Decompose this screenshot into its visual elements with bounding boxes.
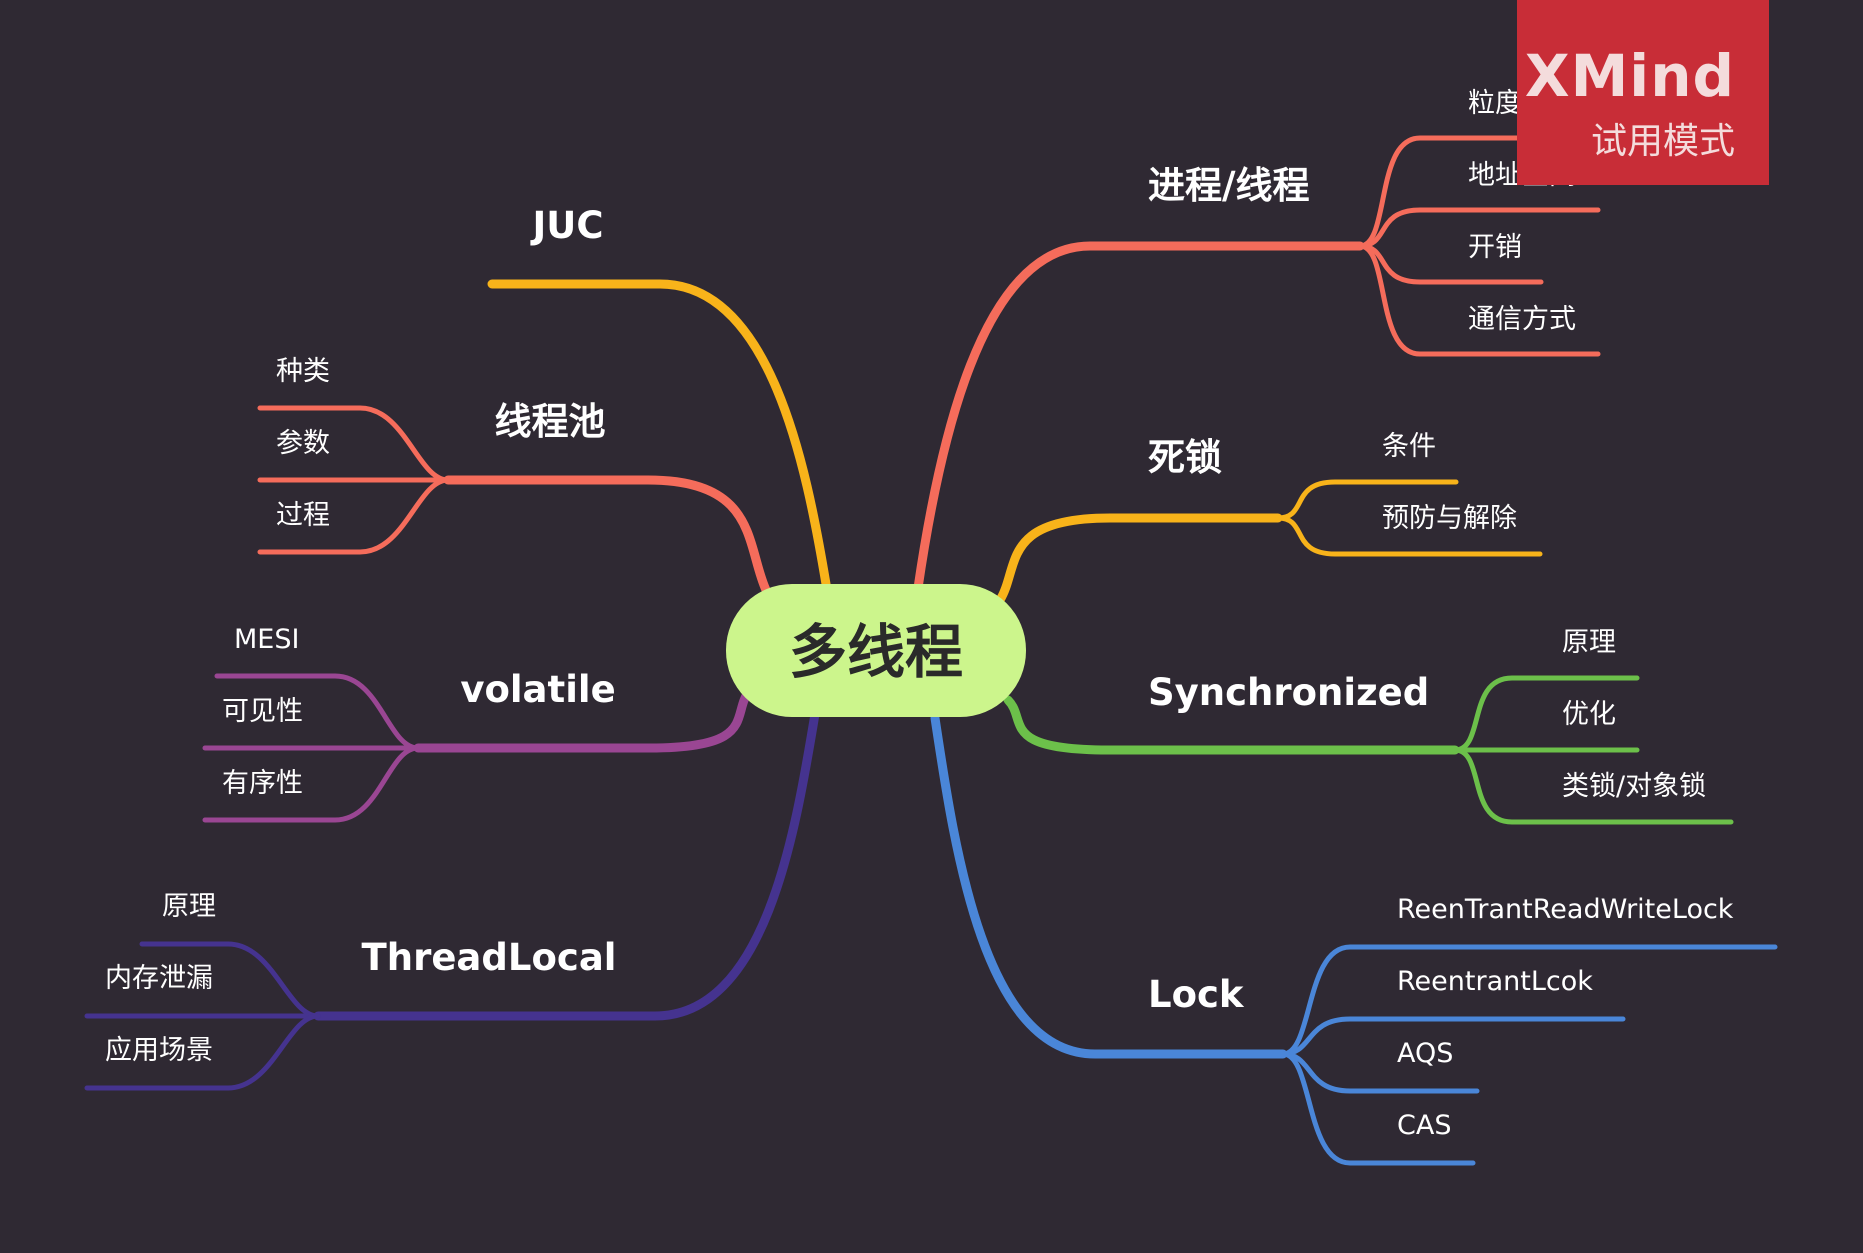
topic-pool[interactable]: 线程池 bbox=[495, 400, 606, 443]
subtopic-tl-2[interactable]: 应用场景 bbox=[105, 1035, 213, 1066]
topic-vol[interactable]: volatile bbox=[460, 668, 615, 711]
subconnector-proc-0 bbox=[1357, 135, 1544, 249]
topic-labels: 进程/线程粒度地址空间开销通信方式死锁条件预防与解除Synchronized原理… bbox=[105, 88, 1734, 1141]
connector-proc bbox=[913, 241, 1365, 593]
subconnector-sync-2 bbox=[1452, 747, 1734, 825]
connector-vol bbox=[413, 685, 755, 753]
subconnector-tl-2 bbox=[84, 1013, 321, 1091]
subconnector-vol-0 bbox=[214, 673, 421, 751]
subtopic-proc-0[interactable]: 粒度 bbox=[1468, 88, 1522, 119]
subtopic-sync-0[interactable]: 原理 bbox=[1562, 627, 1616, 658]
subtopic-deadlock-1[interactable]: 预防与解除 bbox=[1382, 503, 1517, 534]
topic-sync[interactable]: Synchronized bbox=[1148, 671, 1429, 714]
subtopic-vol-2[interactable]: 有序性 bbox=[222, 768, 303, 799]
subtopic-sync-1[interactable]: 优化 bbox=[1562, 699, 1616, 730]
subconnector-pool-0 bbox=[257, 405, 451, 483]
topic-lock[interactable]: Lock bbox=[1148, 973, 1245, 1016]
watermark-brand: XMind bbox=[1524, 42, 1735, 110]
connector-juc bbox=[487, 279, 831, 589]
subtopic-pool-1[interactable]: 参数 bbox=[276, 428, 330, 459]
subtopic-deadlock-0[interactable]: 条件 bbox=[1382, 431, 1436, 462]
trial-watermark: XMind 试用模式 bbox=[1517, 0, 1769, 185]
connector-tl bbox=[313, 709, 820, 1021]
subtopic-vol-0[interactable]: MESI bbox=[234, 624, 299, 655]
subconnector-proc-1 bbox=[1357, 207, 1601, 249]
subtopic-lock-0[interactable]: ReenTrantReadWriteLock bbox=[1397, 894, 1734, 925]
central-topic-label: 多线程 bbox=[789, 618, 963, 686]
topic-deadlock[interactable]: 死锁 bbox=[1148, 436, 1222, 479]
connector-deadlock bbox=[995, 513, 1283, 605]
subconnector-proc-3 bbox=[1357, 243, 1601, 357]
connector-lock bbox=[930, 713, 1288, 1059]
subtopic-tl-0[interactable]: 原理 bbox=[162, 891, 216, 922]
subconnector-pool-2 bbox=[257, 477, 451, 555]
subtopic-lock-2[interactable]: AQS bbox=[1397, 1038, 1453, 1069]
topic-proc[interactable]: 进程/线程 bbox=[1148, 164, 1310, 207]
topic-juc[interactable]: JUC bbox=[530, 204, 604, 247]
central-topic[interactable]: 多线程 bbox=[726, 584, 1026, 717]
subconnector-lock-0 bbox=[1280, 944, 1778, 1057]
subconnector-deadlock-1 bbox=[1275, 515, 1543, 557]
connectors bbox=[84, 135, 1778, 1166]
subtopic-lock-1[interactable]: ReentrantLcok bbox=[1397, 966, 1593, 997]
subtopic-vol-1[interactable]: 可见性 bbox=[222, 696, 303, 727]
subtopic-pool-0[interactable]: 种类 bbox=[276, 356, 330, 387]
subconnector-deadlock-0 bbox=[1275, 479, 1459, 521]
subconnector-sync-0 bbox=[1452, 675, 1640, 753]
subtopic-pool-2[interactable]: 过程 bbox=[276, 500, 330, 531]
subtopic-sync-2[interactable]: 类锁/对象锁 bbox=[1562, 771, 1706, 802]
subtopic-lock-3[interactable]: CAS bbox=[1397, 1110, 1451, 1141]
subconnector-lock-1 bbox=[1280, 1016, 1626, 1057]
connector-sync bbox=[1003, 695, 1460, 755]
central-topic-bubble[interactable] bbox=[726, 584, 1026, 717]
subconnector-tl-0 bbox=[139, 941, 321, 1019]
connector-pool bbox=[443, 475, 771, 595]
subconnector-lock-3 bbox=[1280, 1051, 1476, 1166]
subconnector-vol-2 bbox=[202, 745, 421, 823]
subtopic-proc-3[interactable]: 通信方式 bbox=[1468, 304, 1576, 335]
topic-tl[interactable]: ThreadLocal bbox=[362, 936, 617, 979]
subtopic-tl-1[interactable]: 内存泄漏 bbox=[105, 963, 213, 994]
watermark-mode: 试用模式 bbox=[1590, 121, 1735, 162]
subtopic-proc-2[interactable]: 开销 bbox=[1468, 232, 1522, 263]
